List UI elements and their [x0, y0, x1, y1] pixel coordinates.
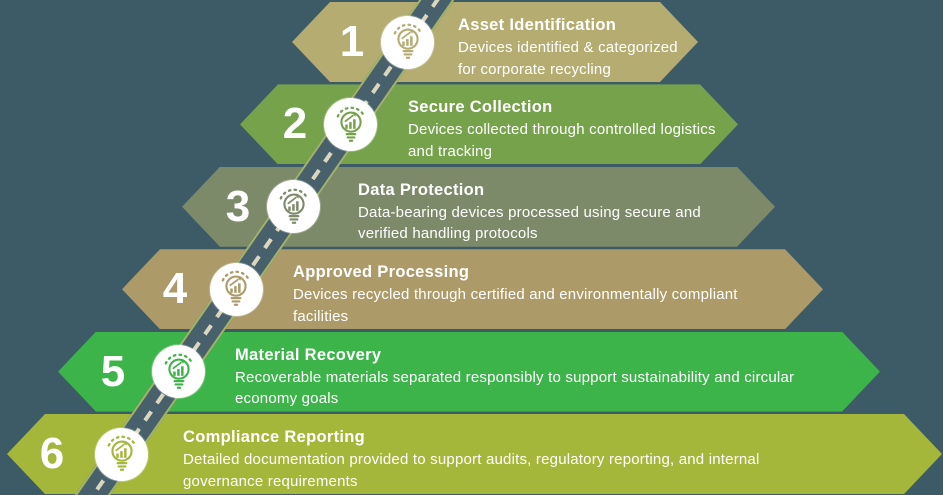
step-description-line: governance requirements: [183, 472, 358, 490]
step-description-line: Data-bearing devices processed using sec…: [358, 203, 701, 221]
step-number: 3: [225, 182, 251, 231]
step-description: Detailed documentation provided to suppo…: [183, 449, 760, 492]
step-description-line: Detailed documentation provided to suppo…: [183, 451, 760, 468]
step-description: Devices identified & categorized for cor…: [458, 37, 678, 80]
step-title: Data Protection: [358, 180, 485, 199]
step-icon-circle: [95, 427, 148, 481]
step-number: 5: [100, 347, 126, 396]
step-description: Data-bearing devices processed using sec…: [358, 202, 701, 245]
step-number: 4: [162, 264, 188, 313]
step-description-line: and tracking: [408, 142, 493, 160]
step-description-line: Devices identified & categorized: [458, 39, 678, 56]
step-band-1: [292, 2, 698, 82]
lightbulb-chart-icon: [336, 106, 365, 142]
step-description-line: Devices collected through controlled log…: [408, 121, 716, 138]
lightbulb-chart-icon: [393, 23, 422, 59]
step-description-line: Recoverable materials separated responsi…: [235, 368, 795, 386]
lightbulb-chart-icon: [279, 188, 308, 224]
step-text: Asset Identification Devices identified …: [458, 13, 678, 80]
step-description: Recoverable materials separated responsi…: [235, 367, 794, 410]
step-icon-circle: [152, 345, 205, 398]
step-number: 6: [39, 429, 65, 478]
step-text: Compliance Reporting Detailed documentat…: [183, 425, 760, 492]
lightbulb-chart-icon: [107, 435, 136, 471]
step-icon-circle: [209, 262, 263, 316]
step-text: Material Recovery Recoverable materials …: [235, 343, 794, 410]
step-title: Secure Collection: [408, 98, 553, 116]
step-icon-circle: [267, 180, 320, 233]
step-title: Material Recovery: [235, 345, 382, 364]
step-description-line: facilities: [293, 307, 349, 325]
step-description-line: for corporate recycling: [458, 60, 611, 78]
step-text: Data Protection Data-bearing devices pro…: [358, 178, 701, 245]
lightbulb-chart-icon: [221, 270, 251, 307]
step-text: Secure Collection Devices collected thro…: [408, 95, 716, 162]
step-description: Devices recycled through certified and e…: [293, 284, 738, 327]
step-icon-circle: [324, 98, 377, 151]
step-description-line: Devices recycled through certified and e…: [293, 286, 738, 304]
step-title: Compliance Reporting: [183, 428, 366, 446]
step-number: 1: [339, 17, 365, 66]
step-number: 2: [282, 99, 308, 148]
step-band-6: [7, 414, 942, 494]
lightbulb-chart-icon: [164, 353, 193, 389]
step-title: Asset Identification: [458, 16, 617, 34]
step-description-line: economy goals: [235, 390, 339, 408]
step-title: Approved Processing: [293, 263, 470, 282]
step-description: Devices collected through controlled log…: [408, 119, 716, 162]
step-icon-circle: [381, 15, 434, 69]
step-text: Approved Processing Devices recycled thr…: [293, 260, 738, 327]
step-description-line: verified handling protocols: [358, 225, 538, 243]
